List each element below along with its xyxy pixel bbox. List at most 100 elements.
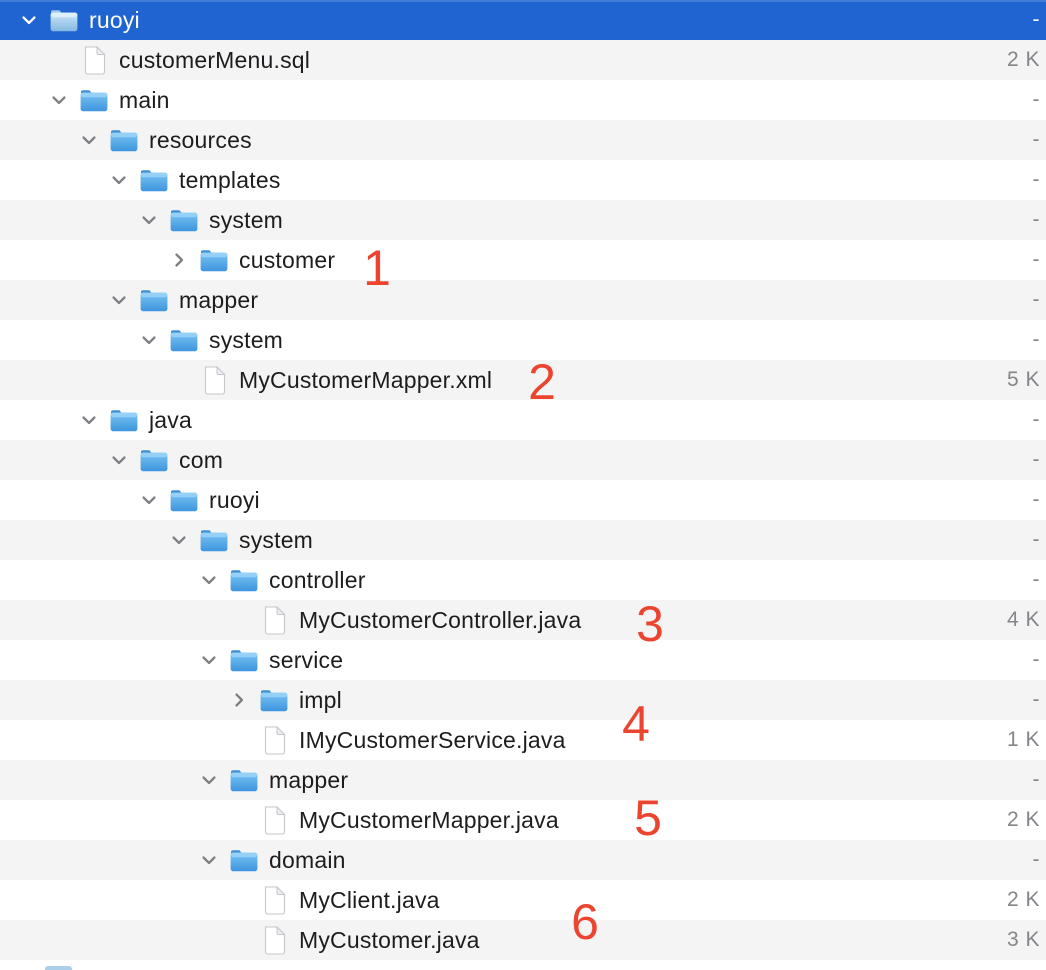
row-label: mapper (269, 767, 349, 793)
chevron-down-icon[interactable] (80, 120, 110, 160)
row-size: - (1032, 328, 1040, 351)
row-size: - (1032, 168, 1040, 191)
tree-row[interactable]: com - (0, 440, 1046, 480)
chevron-down-icon[interactable] (140, 200, 170, 240)
annotation-number: 3 (636, 596, 664, 652)
chevron-down-icon[interactable] (170, 520, 200, 560)
folder-icon (170, 320, 198, 360)
tree-row[interactable]: impl - (0, 680, 1046, 720)
row-label: IMyCustomerService.java (299, 727, 566, 753)
row-label: MyCustomerController.java (299, 607, 582, 633)
folder-icon (110, 400, 138, 440)
row-size: - (1032, 88, 1040, 111)
chevron-down-icon[interactable] (140, 320, 170, 360)
row-size: - (1032, 488, 1040, 511)
tree-row[interactable]: controller - (0, 560, 1046, 600)
tree-row[interactable]: ruoyi - (0, 0, 1046, 40)
folder-icon (230, 840, 258, 880)
row-size: - (1032, 648, 1040, 671)
row-label: system (209, 207, 284, 233)
row-label: MyClient.java (299, 887, 440, 913)
row-label: MyCustomer.java (299, 927, 480, 953)
tree-row[interactable]: customer - (0, 240, 1046, 280)
row-label: ruoyi (209, 487, 260, 513)
row-size: - (1032, 288, 1040, 311)
chevron-down-icon[interactable] (200, 840, 230, 880)
annotation-number: 2 (528, 354, 556, 410)
row-size: 1 K (1006, 728, 1040, 751)
chevron-spacer (230, 880, 260, 920)
tree-row[interactable]: domain - (0, 840, 1046, 880)
folder-icon (110, 120, 138, 160)
tree-row[interactable]: resources - (0, 120, 1046, 160)
tree-row[interactable]: MyCustomerMapper.java 2 K (0, 800, 1046, 840)
tree-row[interactable]: MyCustomerMapper.xml 5 K (0, 360, 1046, 400)
tree-row[interactable]: customerMenu.sql 2 K (0, 40, 1046, 80)
row-size: 4 K (1006, 608, 1040, 631)
chevron-down-icon[interactable] (200, 640, 230, 680)
chevron-spacer (230, 800, 260, 840)
annotation-number: 1 (363, 240, 391, 296)
file-icon (260, 800, 288, 840)
chevron-spacer (230, 720, 260, 760)
tree-row[interactable]: templates - (0, 160, 1046, 200)
tree-row[interactable]: java - (0, 400, 1046, 440)
chevron-down-icon[interactable] (110, 160, 140, 200)
chevron-down-icon[interactable] (110, 440, 140, 480)
row-size: - (1032, 568, 1040, 591)
row-size: 2 K (1006, 808, 1040, 831)
tree-row[interactable]: ruoyi - (0, 480, 1046, 520)
tree-row[interactable]: mapper - (0, 760, 1046, 800)
tree-row[interactable]: mapper - (0, 280, 1046, 320)
row-label: system (209, 327, 284, 353)
chevron-down-icon[interactable] (80, 400, 110, 440)
row-label: java (149, 407, 192, 433)
tree-row[interactable]: MyClient.java 2 K (0, 880, 1046, 920)
partial-folder-icon (45, 966, 72, 970)
row-size: - (1032, 768, 1040, 791)
row-size: - (1032, 528, 1040, 551)
folder-icon (140, 160, 168, 200)
row-size: - (1032, 448, 1040, 471)
tree-row[interactable]: service - (0, 640, 1046, 680)
chevron-right-icon[interactable] (230, 680, 260, 720)
row-size: - (1032, 128, 1040, 151)
folder-icon (200, 240, 228, 280)
chevron-down-icon[interactable] (50, 80, 80, 120)
folder-icon (80, 80, 108, 120)
tree-row[interactable]: system - (0, 200, 1046, 240)
row-label: main (119, 87, 170, 113)
annotation-number: 4 (622, 696, 650, 752)
chevron-down-icon[interactable] (110, 280, 140, 320)
row-size: 2 K (1006, 888, 1040, 911)
row-size: - (1032, 208, 1040, 231)
annotation-number: 5 (634, 790, 662, 846)
chevron-down-icon[interactable] (200, 560, 230, 600)
chevron-right-icon[interactable] (170, 240, 200, 280)
row-label: ruoyi (89, 7, 140, 33)
chevron-down-icon[interactable] (200, 760, 230, 800)
file-icon (260, 600, 288, 640)
tree-row[interactable]: main - (0, 80, 1046, 120)
chevron-spacer (50, 40, 80, 80)
row-size: - (1032, 248, 1040, 271)
tree-row[interactable]: system - (0, 320, 1046, 360)
row-label: customer (239, 247, 336, 273)
chevron-down-icon[interactable] (140, 480, 170, 520)
tree-row[interactable]: MyCustomer.java 3 K (0, 920, 1046, 960)
row-label: customerMenu.sql (119, 47, 311, 73)
tree-row[interactable]: MyCustomerController.java 4 K (0, 600, 1046, 640)
annotation-number: 6 (571, 894, 599, 950)
row-label: com (179, 447, 224, 473)
chevron-down-icon[interactable] (20, 0, 50, 40)
tree-row[interactable]: IMyCustomerService.java 1 K (0, 720, 1046, 760)
row-size: 5 K (1006, 368, 1040, 391)
folder-icon (230, 560, 258, 600)
tree-row[interactable]: system - (0, 520, 1046, 560)
row-label: MyCustomerMapper.xml (239, 367, 493, 393)
row-size: - (1032, 408, 1040, 431)
row-label: domain (269, 847, 346, 873)
folder-icon (170, 200, 198, 240)
